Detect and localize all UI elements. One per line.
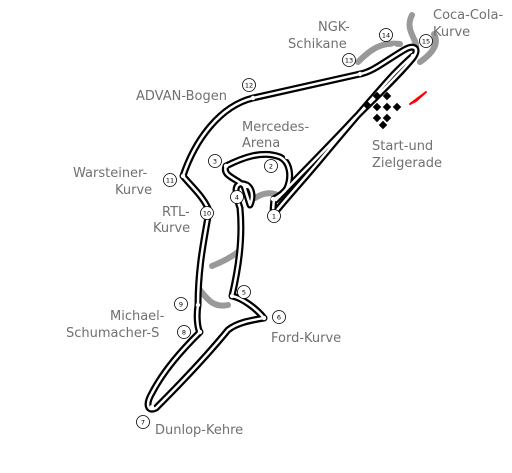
turn-marker <box>242 78 256 92</box>
turn-number: 10 <box>203 209 211 217</box>
turn-point <box>223 163 229 169</box>
turn-marker <box>136 415 150 429</box>
label-ngk-schikane: NGK- <box>318 20 350 35</box>
turn-marker <box>419 34 433 48</box>
flag-square <box>372 113 382 123</box>
flag-square <box>382 113 392 123</box>
label-warsteiner-kurve: Warsteiner- <box>73 166 148 181</box>
label-warsteiner-kurve: Kurve <box>115 183 152 198</box>
turn-point <box>149 404 155 410</box>
turn-number: 14 <box>382 31 390 39</box>
label-coca-cola-kurve: Coca-Cola- <box>433 8 503 23</box>
turn-point <box>180 173 186 179</box>
label-michael-schumacher-s: Schumacher-S <box>66 326 159 341</box>
label-advan-bogen: ADVAN-Bogen <box>136 89 227 104</box>
turn-point <box>250 95 256 101</box>
turn-number: 6 <box>277 313 281 321</box>
label-start-ziel: Start-und <box>372 139 433 154</box>
label-michael-schumacher-s: Michael- <box>110 309 165 324</box>
turn-point <box>270 196 276 202</box>
label-ngk-schikane: Schikane <box>288 37 347 52</box>
old-section-ngk <box>355 40 403 65</box>
turn-number: 2 <box>269 162 273 170</box>
flag-square <box>362 100 372 110</box>
turn-number: 15 <box>422 37 430 45</box>
label-start-ziel: Zielgerade <box>372 156 442 171</box>
turn-number: 3 <box>213 157 217 165</box>
turn-point <box>391 45 397 51</box>
turn-marker <box>264 159 278 173</box>
turn-point <box>229 293 235 299</box>
turn-number: 8 <box>182 328 186 336</box>
old-section-coca-cola-2 <box>417 31 439 65</box>
old-section-rtl <box>209 249 241 269</box>
turn-marker <box>267 209 281 223</box>
turn-point <box>261 315 267 321</box>
turn-point <box>284 154 290 160</box>
flag-square <box>378 120 388 130</box>
turn-marker <box>230 190 244 204</box>
turn-point <box>357 71 363 77</box>
turn-marker <box>237 285 251 299</box>
turn-marker <box>342 53 356 67</box>
turn-point <box>244 183 250 189</box>
label-rtl-kurve: RTL- <box>162 205 190 220</box>
turn-number: 9 <box>179 300 183 308</box>
flag-square <box>372 91 382 101</box>
turn-number: 11 <box>166 176 174 184</box>
turn-number: 7 <box>141 418 145 426</box>
turn-marker <box>177 325 191 339</box>
flag-square <box>382 102 392 112</box>
label-dunlop-kehre: Dunlop-Kehre <box>155 423 243 438</box>
turn-marker <box>379 28 393 42</box>
corner-labels: NGK- Schikane Coca-Cola- Kurve ADVAN-Bog… <box>66 8 503 438</box>
turn-number: 13 <box>345 56 353 64</box>
label-mercedes-arena: Mercedes- <box>242 120 309 135</box>
turn-marker <box>174 297 188 311</box>
turn-marker <box>208 154 222 168</box>
turn-point <box>195 302 201 308</box>
turn-marker <box>163 173 177 187</box>
turn-number: 12 <box>245 81 253 89</box>
turn-point <box>197 329 203 335</box>
turn-number: 4 <box>235 193 239 201</box>
flag-square <box>392 102 402 112</box>
flag-square <box>372 102 382 112</box>
turn-point <box>410 53 416 59</box>
turn-number: 1 <box>272 212 276 220</box>
old-section-coca-cola-1 <box>406 12 420 51</box>
turn-marker <box>272 310 286 324</box>
label-mercedes-arena: Arena <box>242 136 280 151</box>
label-ford-kurve: Ford-Kurve <box>271 331 341 346</box>
old-section-schumacher <box>197 287 231 309</box>
start-finish-flag <box>362 91 402 130</box>
turn-number: 5 <box>242 288 246 296</box>
label-coca-cola-kurve: Kurve <box>433 25 470 40</box>
flag-square <box>382 91 392 101</box>
label-rtl-kurve: Kurve <box>153 221 190 236</box>
start-direction-marker <box>409 91 427 105</box>
turn-marker <box>200 206 214 220</box>
